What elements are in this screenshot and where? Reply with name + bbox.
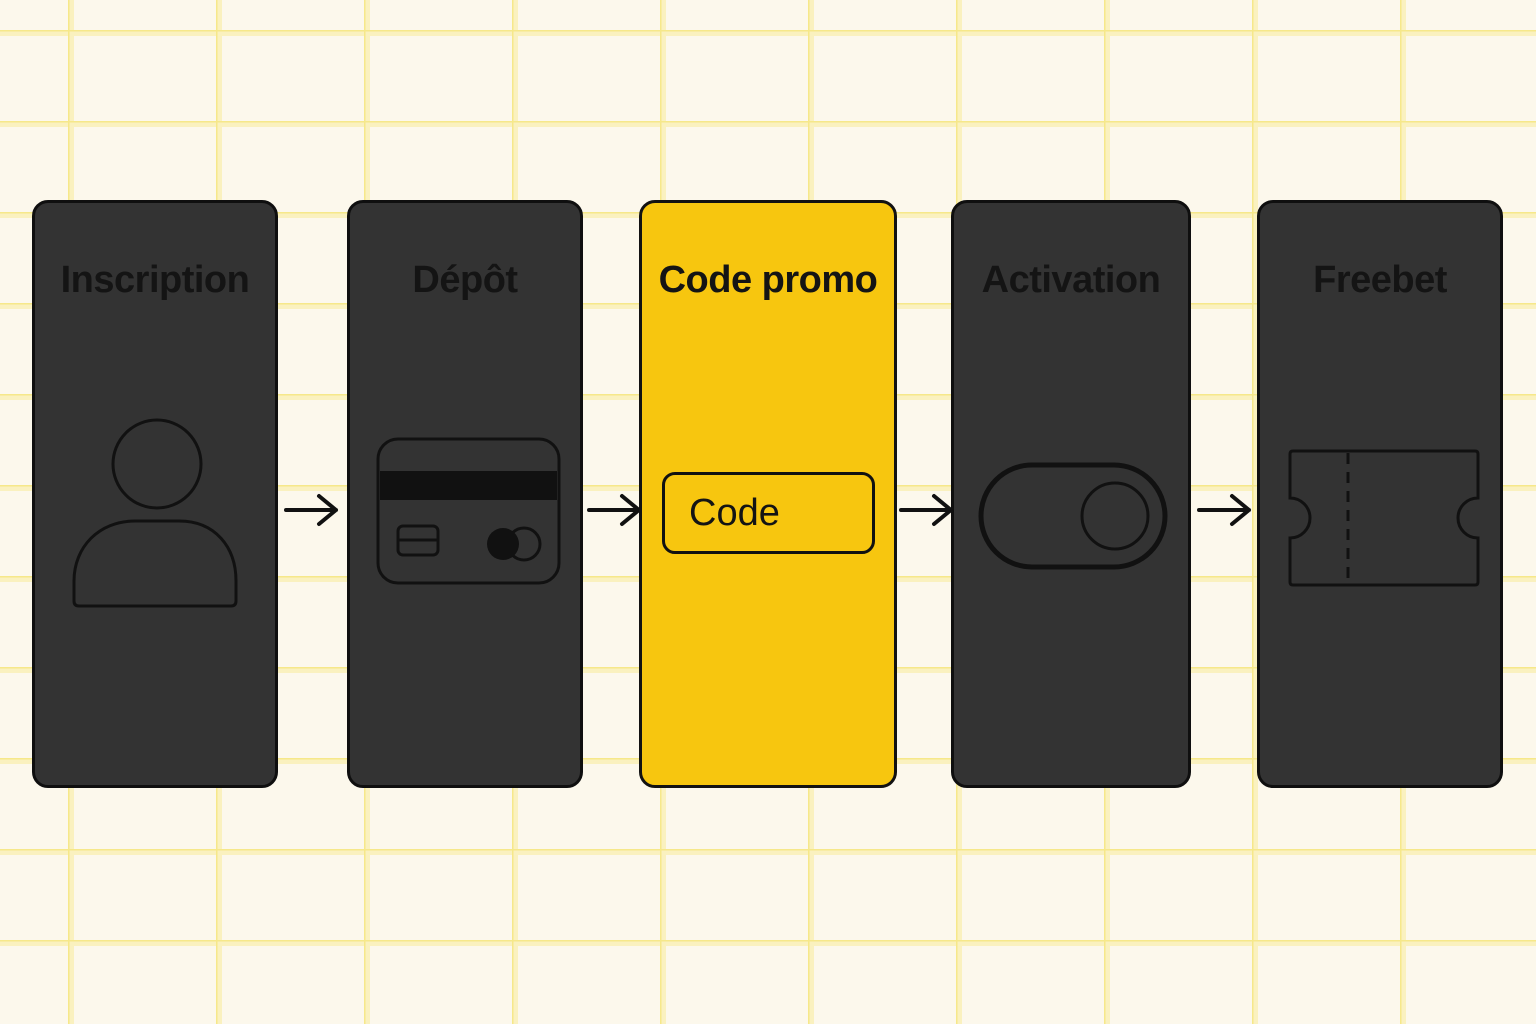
step-title: Code promo [658, 259, 878, 301]
ticket-icon [1288, 449, 1480, 587]
step-card-depot[interactable]: Dépôt [347, 200, 583, 788]
user-icon [72, 418, 238, 608]
toggle-switch-icon [978, 462, 1168, 570]
credit-card-icon [376, 437, 561, 585]
step-card-activation[interactable]: Activation [951, 200, 1191, 788]
step-title: Dépôt [412, 259, 518, 301]
promo-code-input-value: Code [689, 491, 780, 534]
arrow-right-icon [284, 494, 338, 526]
step-title: Activation [981, 259, 1161, 301]
step-title: Freebet [1313, 259, 1447, 301]
step-card-inscription[interactable]: Inscription [32, 200, 278, 788]
arrow-right-icon [1197, 494, 1251, 526]
promo-code-input[interactable]: Code [662, 472, 875, 554]
arrow-right-icon [899, 494, 953, 526]
step-title: Inscription [60, 259, 250, 301]
step-card-code-promo[interactable]: Code promo Code [639, 200, 897, 788]
arrow-right-icon [587, 494, 641, 526]
step-card-freebet[interactable]: Freebet [1257, 200, 1503, 788]
